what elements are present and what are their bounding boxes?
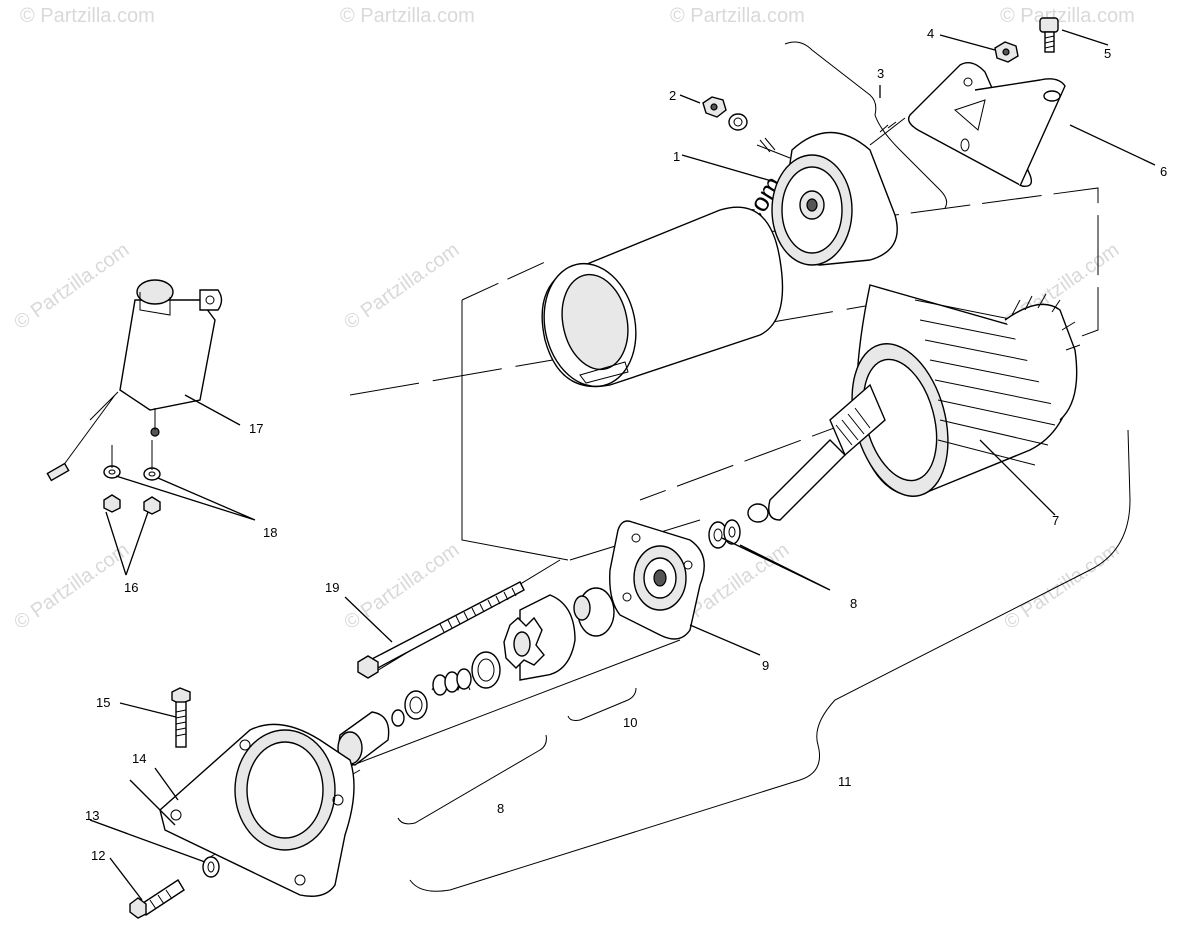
callout-19: 19 xyxy=(325,580,339,595)
washers-18 xyxy=(103,465,161,481)
bolt-12 xyxy=(129,879,185,919)
watermark: © Partzilla.com xyxy=(340,239,463,334)
starter-housing xyxy=(541,206,784,388)
watermark: © Partzilla.com xyxy=(20,5,155,27)
solenoid xyxy=(46,279,223,482)
callout-12: 12 xyxy=(91,848,105,863)
nuts-16 xyxy=(103,440,161,515)
callout-13: 13 xyxy=(85,808,99,823)
washer-13 xyxy=(202,856,220,878)
callout-8: 8 xyxy=(850,596,857,611)
end-plate xyxy=(609,520,705,640)
watermark: © Partzilla.com xyxy=(340,539,463,634)
bracket-group-3 xyxy=(784,41,948,209)
callout-7: 7 xyxy=(1052,513,1059,528)
leader-lines xyxy=(89,29,1156,901)
callout-17: 17 xyxy=(249,421,263,436)
callout-14: 14 xyxy=(132,751,146,766)
callout-18: 18 xyxy=(263,525,277,540)
washers-8 xyxy=(708,519,741,549)
mounting-bracket xyxy=(159,723,355,897)
watermark: © Partzilla.com xyxy=(340,5,475,27)
watermark: © Partzilla.com xyxy=(10,539,133,634)
bracket-group-8 xyxy=(397,734,547,825)
callout-15: 15 xyxy=(96,695,110,710)
armature xyxy=(747,284,1081,523)
callout-11: 11 xyxy=(838,774,852,789)
through-bolt xyxy=(357,581,525,679)
callout-16: 16 xyxy=(124,580,138,595)
callout-3: 3 xyxy=(877,66,884,81)
bracket-group-11 xyxy=(409,429,1131,892)
watermark: © Partzilla.com xyxy=(1000,5,1135,27)
nut-4 xyxy=(994,41,1019,63)
watermark: © Partzilla.com xyxy=(10,239,133,334)
callout-1: 1 xyxy=(673,149,680,164)
end-cap xyxy=(756,117,906,266)
nut-2 xyxy=(702,96,748,131)
callout-4: 4 xyxy=(927,26,934,41)
callout-5: 5 xyxy=(1104,46,1111,61)
callout-8: 8 xyxy=(497,801,504,816)
callout-9: 9 xyxy=(762,658,769,673)
bracket-plate xyxy=(907,62,1066,187)
callout-6: 6 xyxy=(1160,164,1167,179)
watermark: © Partzilla.com xyxy=(670,5,805,27)
watermark: © Partzilla.com xyxy=(1000,539,1123,634)
screw-5 xyxy=(1039,17,1059,53)
bolt-15 xyxy=(171,687,191,748)
callout-labels: 1 2 3 4 5 6 7 8 8 9 10 11 12 13 14 15 16… xyxy=(85,26,1167,863)
callout-2: 2 xyxy=(669,88,676,103)
callout-10: 10 xyxy=(623,715,637,730)
bracket-group-10 xyxy=(567,687,637,721)
drive-assembly xyxy=(503,587,615,681)
